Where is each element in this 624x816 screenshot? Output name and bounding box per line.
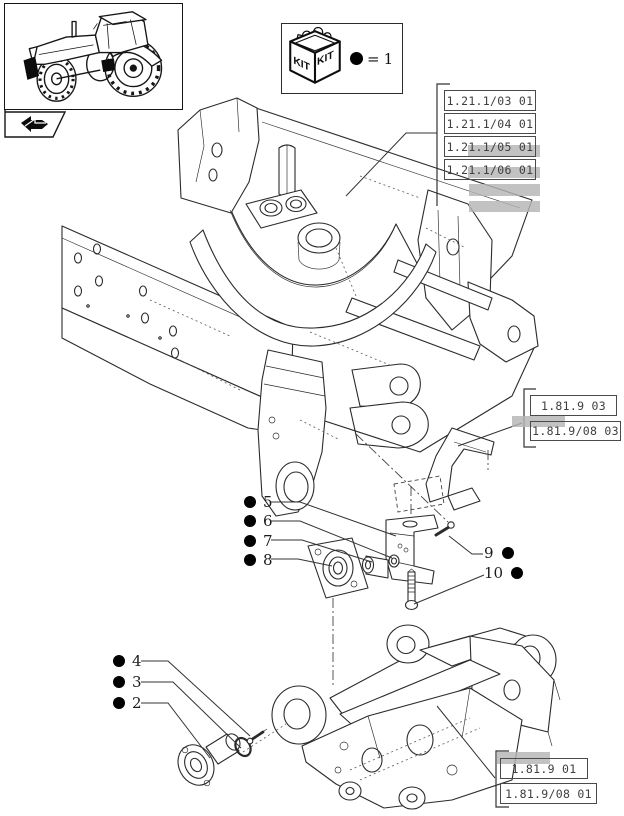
callout-number: 8 <box>263 551 273 569</box>
callout-item-9: 9 <box>484 544 514 562</box>
pivot-support-drawing <box>271 624 561 810</box>
callout-dot-icon <box>244 535 256 547</box>
callout-item-4: 4 <box>113 652 142 670</box>
ref-link-top-1[interactable]: 1.21.1/03 01 <box>444 90 536 111</box>
callout-dot-icon <box>113 697 125 709</box>
support-bracket-drawing <box>393 427 495 513</box>
equals-sign: = <box>367 49 380 68</box>
ref-link-top-4[interactable]: 1.21.1/06 01 <box>444 159 536 180</box>
highlight-bar <box>468 145 540 157</box>
bracket-hardware-drawing <box>307 433 455 686</box>
callout-dot-icon <box>244 554 256 566</box>
leader-lines <box>141 132 523 779</box>
callout-number: 7 <box>263 532 273 550</box>
callout-number: 9 <box>484 544 494 562</box>
ref-link-mid-1[interactable]: 1.81.9 03 <box>530 395 617 416</box>
highlight-bar <box>469 201 540 212</box>
callout-item-6: 6 <box>244 512 273 530</box>
tractor-icon <box>23 11 163 102</box>
callout-number: 2 <box>132 694 142 712</box>
highlight-bar <box>469 184 540 196</box>
kit-cube-icon: KIT KIT <box>289 26 341 84</box>
callout-item-8: 8 <box>244 551 273 569</box>
callout-number: 5 <box>263 493 273 511</box>
quantity-dot-icon <box>350 52 363 65</box>
quantity-value: 1 <box>383 49 394 68</box>
callout-dot-icon <box>244 515 256 527</box>
nav-tab[interactable] <box>4 110 74 142</box>
callout-item-5: 5 <box>244 493 273 511</box>
callout-number: 6 <box>263 512 273 530</box>
ref-link-top-3[interactable]: 1.21.1/05 01 <box>444 136 536 157</box>
highlight-bar <box>468 167 540 178</box>
ref-link-bottom-2[interactable]: 1.81.9/08 01 <box>500 783 597 804</box>
callout-dot-icon <box>244 496 256 508</box>
callout-number: 4 <box>132 652 142 670</box>
callout-number: 3 <box>132 673 142 691</box>
kit-quantity-legend: = 1 <box>350 50 393 68</box>
callout-dot-icon <box>113 676 125 688</box>
callout-dot-icon <box>113 655 125 667</box>
bushing-assembly-drawing <box>177 723 287 787</box>
callout-number: 10 <box>484 564 504 582</box>
kit-legend-box: KIT KIT = 1 <box>281 23 403 94</box>
callout-dot-icon <box>501 547 514 559</box>
ref-link-top-2[interactable]: 1.21.1/04 01 <box>444 113 536 134</box>
ref-link-mid-2[interactable]: 1.81.9/08 03 <box>530 421 621 441</box>
ref-link-bottom-1[interactable]: 1.81.9 01 <box>500 758 588 779</box>
callout-item-2: 2 <box>113 694 142 712</box>
back-arrow-icon <box>21 116 48 132</box>
callout-item-7: 7 <box>244 532 273 550</box>
callout-item-10: 10 <box>484 564 524 582</box>
callout-dot-icon <box>511 567 524 579</box>
callout-item-3: 3 <box>113 673 142 691</box>
model-thumbnail-box[interactable] <box>4 3 183 110</box>
